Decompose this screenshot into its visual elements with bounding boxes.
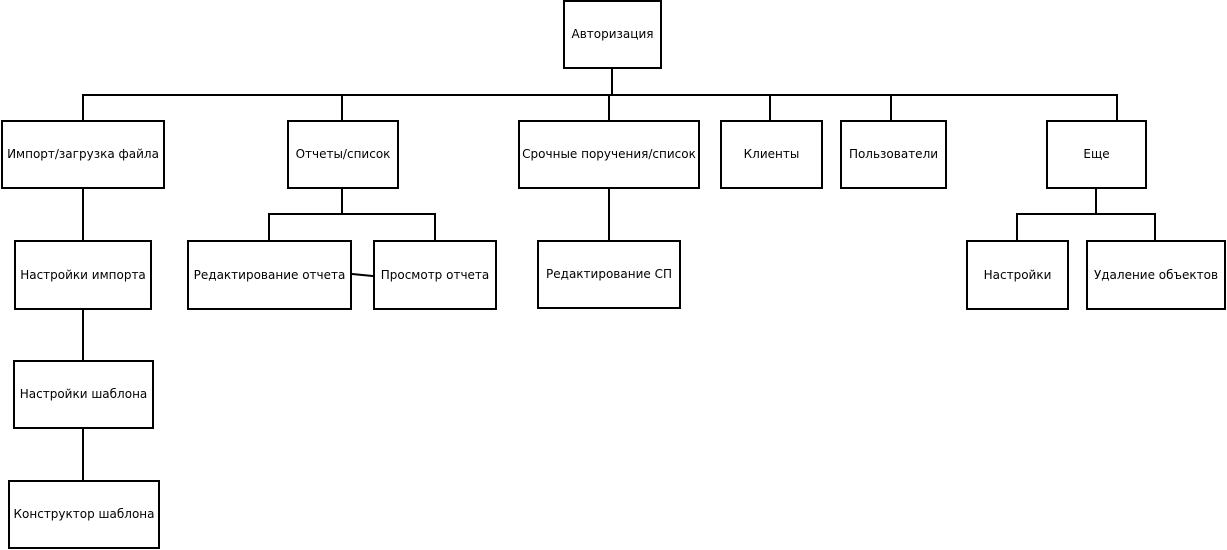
node-label: Редактирование СП (546, 267, 672, 282)
node-label: Редактирование отчета (193, 267, 346, 282)
node-authorization: Авторизация (563, 0, 662, 69)
edge-repedit-repview (350, 272, 375, 278)
node-clients: Клиенты (720, 120, 823, 189)
node-more: Еще (1046, 120, 1147, 189)
node-label: Импорт/загрузка файла (7, 147, 159, 162)
node-import-file: Импорт/загрузка файла (1, 120, 165, 189)
node-label: Пользователи (848, 147, 939, 162)
node-import-settings: Настройки импорта (14, 240, 152, 310)
node-label: Авторизация (571, 27, 654, 42)
node-template-constructor: Конструктор шаблона (8, 480, 160, 549)
node-delete-objects: Удаление объектов (1086, 240, 1226, 310)
node-label: Удаление объектов (1093, 267, 1219, 282)
node-report-view: Просмотр отчета (373, 240, 497, 310)
node-label: Настройки импорта (20, 267, 146, 282)
node-label: Срочные поручения/список (522, 147, 696, 162)
node-label: Отчеты/список (295, 147, 391, 162)
node-label: Просмотр отчета (380, 267, 490, 282)
node-label: Еще (1083, 147, 1110, 162)
node-label: Конструктор шаблона (13, 507, 155, 522)
node-sp-edit: Редактирование СП (537, 240, 681, 309)
node-template-settings: Настройки шаблона (13, 360, 154, 429)
node-label: Настройки (983, 267, 1052, 282)
node-label: Клиенты (743, 147, 800, 162)
node-report-edit: Редактирование отчета (187, 240, 352, 310)
node-label: Настройки шаблона (19, 387, 148, 402)
node-users: Пользователи (840, 120, 947, 189)
node-settings: Настройки (966, 240, 1069, 310)
node-reports-list: Отчеты/список (287, 120, 399, 189)
node-urgent-orders-list: Срочные поручения/список (518, 120, 700, 189)
